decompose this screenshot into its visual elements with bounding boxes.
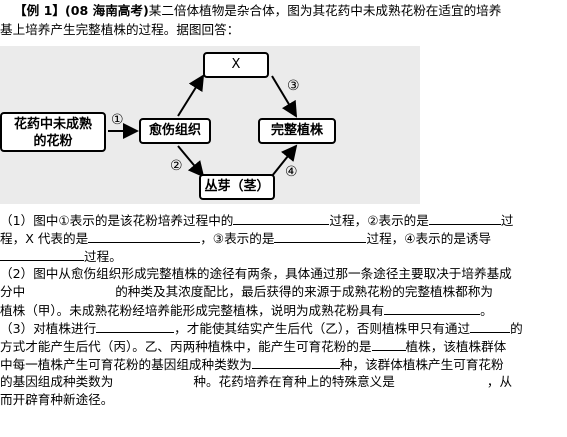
q1-line-2: 程，X 代表的是 ，③表示的是 过程，④表示的是诱导 — [0, 230, 491, 247]
diagram-arrows — [108, 74, 298, 178]
q1-text-e: ，③表示的是 — [200, 231, 275, 246]
source-label: (08 海南高考) — [64, 3, 149, 18]
q3-line-2: 方式才能产生后代（丙）。乙、丙两种植株中，能产生可育花粉的是 植株，该植株群体 — [0, 338, 506, 355]
q3-text-h: 的基因组成种类数为 — [0, 374, 114, 389]
q2-blank-1[interactable] — [25, 284, 115, 296]
q1-text-g: 过程。 — [84, 249, 122, 264]
q2-line-1: （2）图中从愈伤组织形成完整植株的途径有两条，具体通过那一条途径主要取决于培养基… — [0, 266, 512, 282]
node-immature-pollen-line-2: 的花粉 — [33, 134, 73, 149]
q1-blank-3[interactable] — [88, 230, 201, 243]
q3-text-k: 而开辟育种新途径。 — [0, 392, 114, 407]
q3-text-c: 的 — [510, 321, 523, 336]
step-2-label: ② — [170, 158, 183, 174]
node-whole-plant: 完整植株 — [258, 118, 336, 144]
q2-text-b: 分中 — [0, 284, 26, 299]
step-4-label: ④ — [285, 164, 298, 180]
q3-line-1: （3）对植株进行 ，才能使其结实产生后代（乙），否则植株甲只有通过 的 — [0, 320, 523, 337]
q2-line-2: 分中 的种类及其浓度配比，最后获得的来源于成熟花粉的完整植株都称为 — [0, 284, 493, 300]
node-callus: 愈伤组织 — [139, 118, 211, 144]
process-diagram: 花药中未成熟 的花粉 ① 愈伤组织 X 完整植株 丛芽（茎） ② ③ ④ — [0, 46, 420, 204]
example-label: 【例 1】 — [14, 3, 65, 18]
node-bud: 丛芽（茎） — [199, 174, 275, 200]
q3-blank-3[interactable] — [371, 338, 406, 351]
arrow-3 — [271, 75, 298, 118]
node-immature-pollen: 花药中未成熟 的花粉 — [0, 112, 106, 152]
intro-line-1: 【例 1】(08 海南高考)某二倍体植物是杂合体，图为其花药中未成熟花粉在适宜的… — [14, 3, 501, 19]
q1-blank-1[interactable] — [233, 212, 330, 225]
q2-text-c: 的种类及其浓度配比，最后获得的来源于成熟花粉的完整植株都称为 — [115, 284, 493, 299]
q1-line-1: （1）图中①表示的是该花粉培养过程中的 过程，②表示的是 过 — [0, 212, 513, 229]
intro-line-2: 基上培养产生完整植株的过程。据图回答： — [0, 22, 239, 38]
q2-blank-2[interactable] — [384, 302, 481, 315]
node-immature-pollen-line-1: 花药中未成熟 — [13, 117, 92, 132]
q1-text-c: 过 — [500, 213, 514, 228]
q3-text-a: （3）对植株进行 — [0, 321, 97, 336]
q3-text-e: 植株，该植株群体 — [405, 339, 507, 354]
arrow-4 — [271, 144, 298, 177]
step-3-label: ③ — [287, 78, 300, 94]
arrow-2 — [177, 145, 205, 178]
q1-text-a: （1）图中①表示的是该花粉培养过程中的 — [0, 213, 234, 228]
arrow-to-x — [177, 74, 205, 117]
q3-text-b: ，才能使其结实产生后代（乙），否则植株甲只有通过 — [174, 321, 471, 336]
q3-line-3: 中每一植株产生可育花粉的基因组成种类数为 种，该群体植株产生可育花粉 — [0, 356, 504, 373]
q3-line-5: 而开辟育种新途径。 — [0, 392, 113, 408]
q3-blank-2[interactable] — [470, 320, 511, 333]
q1-blank-2[interactable] — [428, 212, 501, 225]
q3-text-g: 种，该群体植株产生可育花粉 — [339, 357, 504, 372]
node-x: X — [203, 52, 269, 78]
q2-text-d: 植株（甲）。未成熟花粉经培养能形成完整植株，说明为成熟花粉具有 — [0, 303, 385, 318]
intro-text-2: 基上培养产生完整植株的过程。据图回答： — [0, 22, 240, 37]
q1-blank-5[interactable] — [0, 248, 84, 261]
q1-text-d: 程，X 代表的是 — [0, 231, 89, 246]
q1-text-b: 过程，②表示的是 — [329, 213, 429, 228]
q3-text-j: ，从 — [486, 374, 513, 389]
q2-text-e: 。 — [480, 303, 493, 318]
q3-text-f: 中每一植株产生可育花粉的基因组成种类数为 — [0, 357, 252, 372]
q1-text-f: 过程，④表示的是诱导 — [366, 231, 492, 246]
q3-blank-4[interactable] — [251, 356, 340, 369]
q2-line-3: 植株（甲）。未成熟花粉经培养能形成完整植株，说明为成熟花粉具有 。 — [0, 302, 493, 319]
intro-text-1: 某二倍体植物是杂合体，图为其花药中未成熟花粉在适宜的培养 — [148, 3, 502, 18]
q3-text-d: 方式才能产生后代（丙）。乙、丙两种植株中，能产生可育花粉的是 — [0, 339, 372, 354]
q2-text-a: （2）图中从愈伤组织形成完整植株的途径有两条，具体通过那一条途径主要取决于培养基… — [0, 266, 512, 281]
q3-blank-1[interactable] — [96, 320, 175, 333]
q3-blank-6[interactable] — [395, 374, 487, 386]
q3-text-i: 种。花药培养在育种上的特殊意义是 — [193, 374, 395, 389]
q3-blank-5[interactable] — [113, 374, 193, 386]
step-1-label: ① — [111, 112, 124, 128]
q3-line-4: 的基因组成种类数为 种。花药培养在育种上的特殊意义是 ，从 — [0, 374, 512, 390]
q1-line-3: 过程。 — [0, 248, 122, 265]
q1-blank-4[interactable] — [274, 230, 367, 243]
